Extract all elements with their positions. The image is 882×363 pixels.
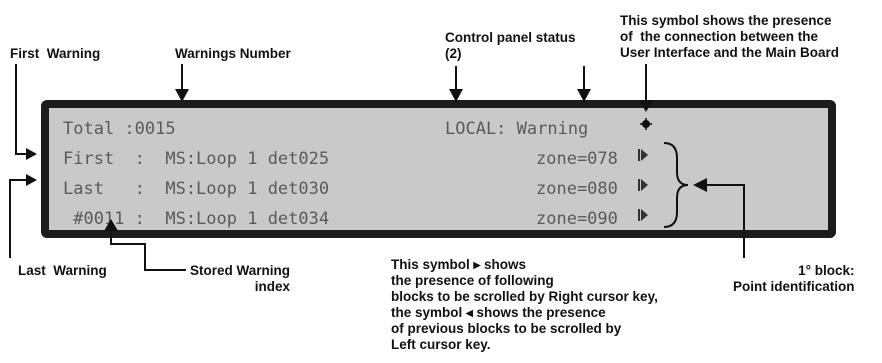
stored-warning-zone: zone=090 bbox=[536, 209, 618, 229]
first-warning-zone: zone=078 bbox=[536, 149, 618, 169]
stored-index-arrowhead bbox=[104, 219, 118, 231]
control-status-arrowhead bbox=[449, 89, 463, 102]
last-warning-row: Last : MS:Loop 1 det030 bbox=[63, 179, 330, 199]
first-warning-row: First : MS:Loop 1 det025 bbox=[63, 149, 330, 169]
warnings-number-label: Warnings Number bbox=[175, 46, 291, 61]
warnings-number-arrowhead bbox=[175, 89, 189, 102]
first-warning-label: First Warning bbox=[10, 46, 101, 61]
scroll-right-icon bbox=[638, 209, 648, 221]
last-warning-label: Last Warning bbox=[18, 263, 107, 278]
scroll-symbol-note: This symbol ▸ shows the presence of foll… bbox=[391, 257, 658, 352]
total-warnings-readout: Total :0015 bbox=[63, 119, 176, 139]
last-warning-zone: zone=080 bbox=[536, 179, 618, 199]
warning-status-arrowhead bbox=[577, 89, 591, 102]
scroll-right-icon bbox=[638, 149, 648, 161]
first-warning-arrowhead bbox=[26, 148, 37, 160]
scroll-right-icon bbox=[638, 179, 648, 191]
control-panel-status-label: Control panel status (2) bbox=[445, 30, 576, 61]
connection-symbol-label: This symbol shows the presence of the co… bbox=[620, 13, 840, 60]
connection-symbol-icon bbox=[640, 118, 652, 130]
block-1-label: 1° block: Point identification bbox=[733, 263, 855, 294]
stored-warning-index-label: Stored Warning index bbox=[190, 263, 290, 294]
block-1-arrowhead bbox=[693, 178, 707, 192]
panel-status-readout: LOCAL: Warning bbox=[445, 119, 589, 139]
last-warning-arrowhead bbox=[26, 174, 37, 186]
connection-arrowhead bbox=[639, 100, 653, 112]
lcd-display: Total :0015 LOCAL: Warning First : MS:Lo… bbox=[41, 100, 836, 238]
